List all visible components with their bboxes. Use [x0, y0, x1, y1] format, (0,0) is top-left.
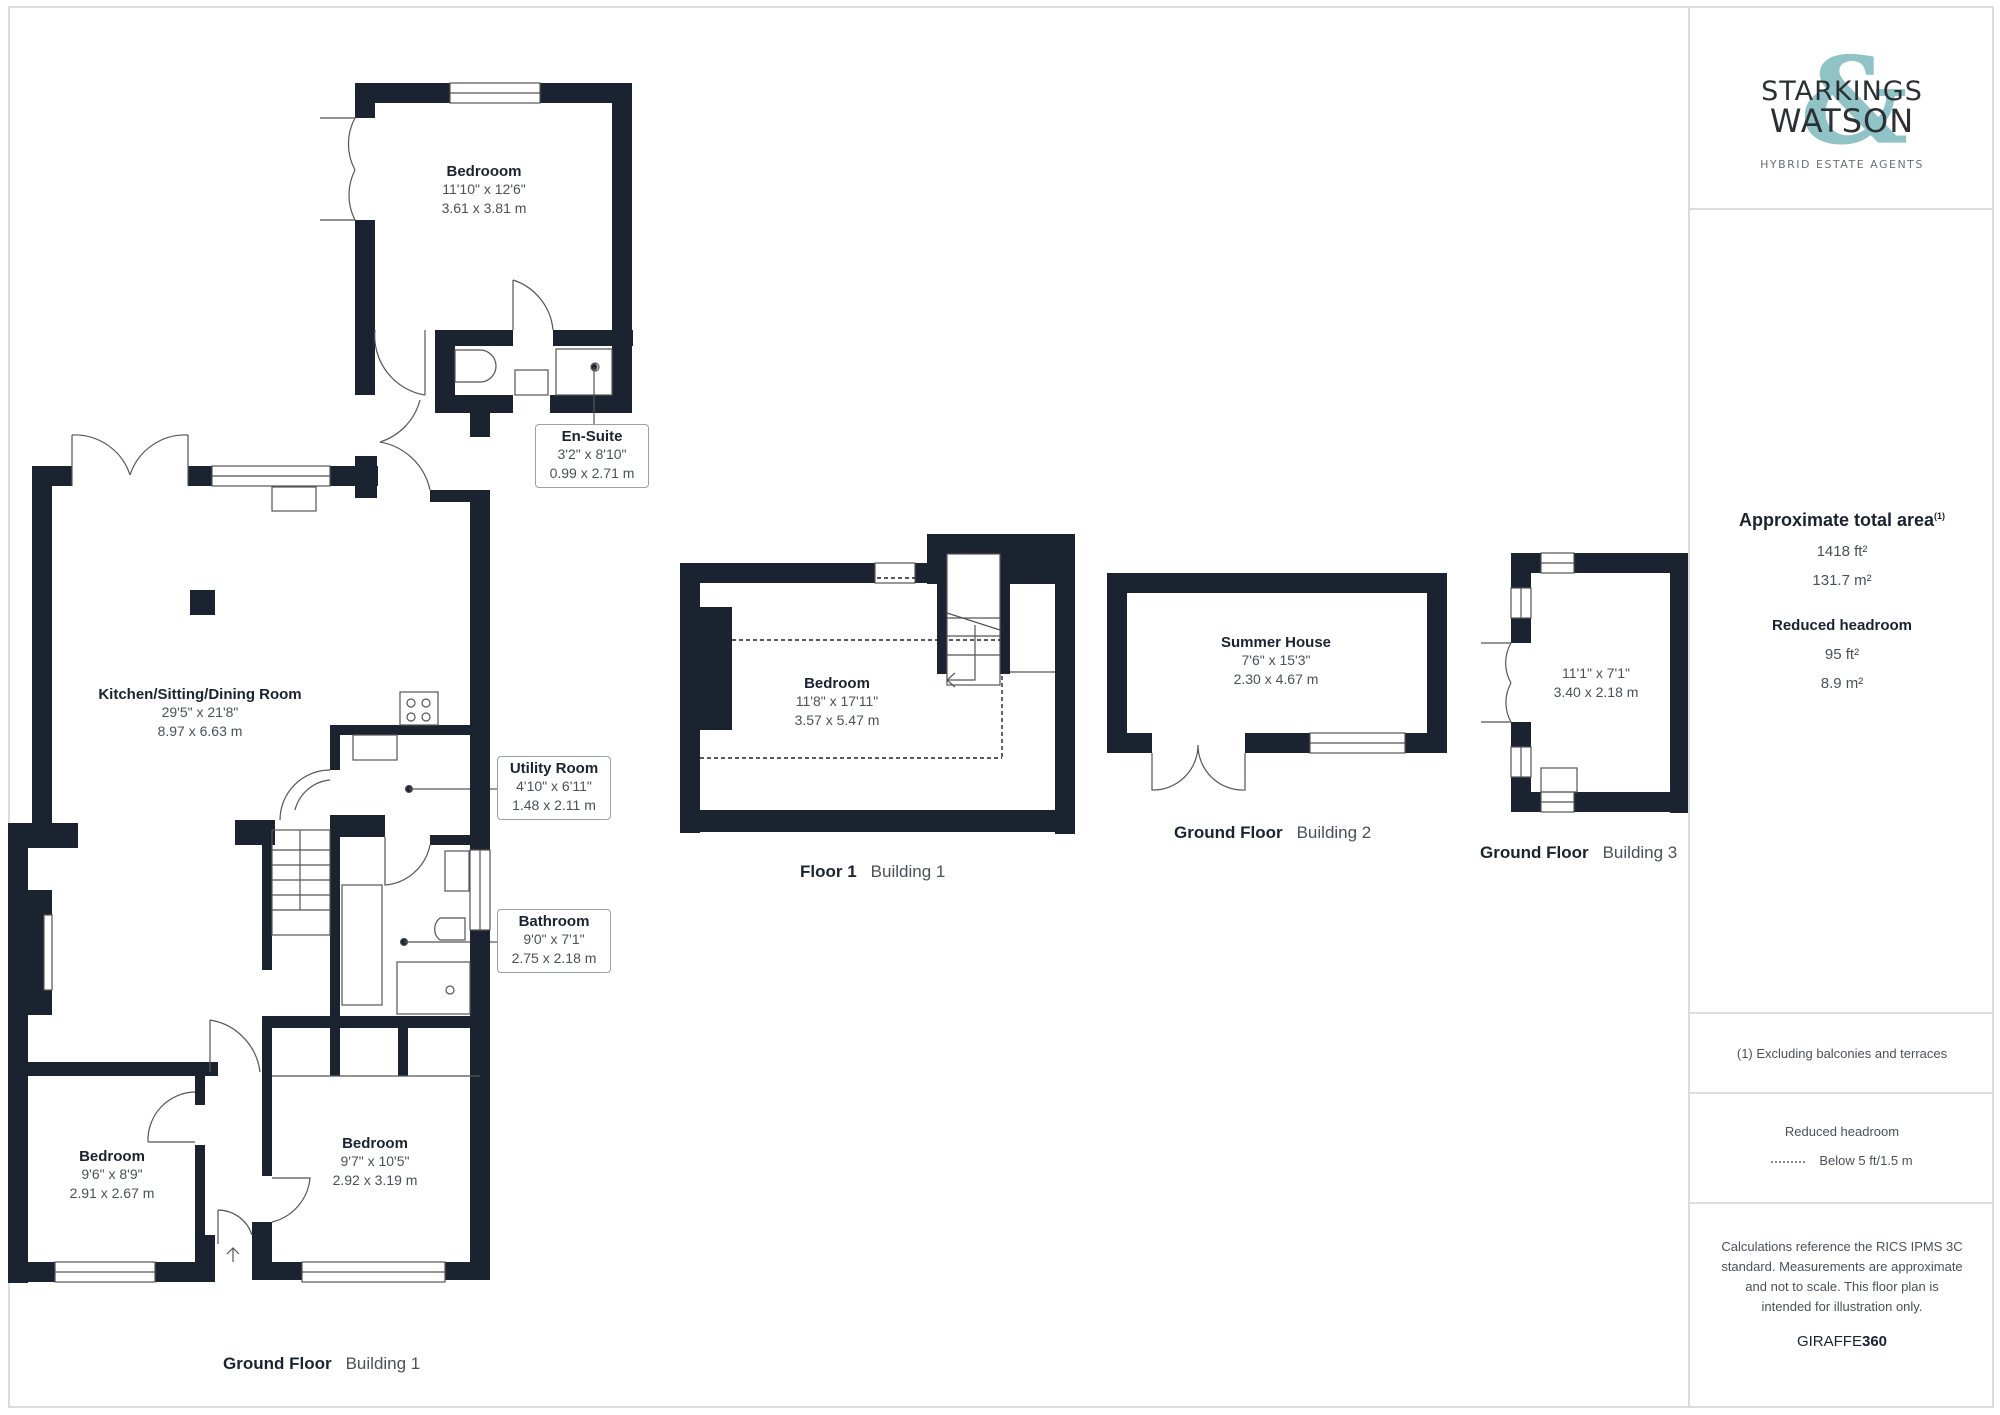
area-section: Approximate total area(1) 1418 ft² 131.7…: [1690, 210, 1994, 1014]
room-label-bedroom-annex: Bedrooom 11'10" x 12'6" 3.61 x 3.81 m: [442, 163, 527, 218]
room-dim-imperial: 9'0" x 7'1": [523, 931, 585, 947]
footnote-text: (1) Excluding balconies and terraces: [1736, 1046, 1948, 1061]
room-dim-imperial: 4'10" x 6'11": [516, 778, 592, 794]
area-title: Approximate total area(1): [1690, 510, 1994, 531]
building-name: Building 1: [870, 862, 946, 881]
disclaimer-section: Calculations reference the RICS IPMS 3C …: [1690, 1204, 1994, 1408]
room-dim-imperial: 11'1" x 7'1": [1562, 665, 1630, 681]
dotted-line-icon: [1771, 1160, 1806, 1163]
building-name: Building 2: [1296, 823, 1372, 842]
footnote-section: (1) Excluding balconies and terraces: [1690, 1014, 1994, 1094]
floor-plan-drawing: [8, 82, 1690, 1283]
total-area-m2: 131.7 m²: [1812, 572, 1872, 589]
annex-bedroom-walls: [355, 83, 633, 437]
giraffe360-credit: GIRAFFE360: [1690, 1333, 1994, 1350]
footnote-marker: (1): [1934, 511, 1946, 521]
logo-text-line2: WATSON: [1769, 102, 1915, 140]
room-name: En-Suite: [561, 428, 623, 445]
room-name: Bedroom: [79, 1148, 145, 1165]
logo-text-line1: STARKINGS: [1761, 76, 1923, 107]
room-dim-imperial: 3'2" x 8'10": [557, 446, 627, 462]
agency-logo: & STARKINGS WATSON HYBRID ESTATE AGENTS: [1690, 6, 1994, 210]
room-callout-bathroom: Bathroom 9'0" x 7'1" 2.75 x 2.18 m: [497, 909, 611, 973]
floor-name: Ground Floor: [223, 1354, 332, 1373]
logo-tagline: HYBRID ESTATE AGENTS: [1760, 158, 1924, 171]
room-name: Bathroom: [518, 913, 590, 930]
room-label-summer-house: Summer House 7'6" x 15'3" 2.30 x 4.67 m: [1221, 634, 1331, 689]
floor-name: Ground Floor: [1174, 823, 1283, 842]
reduced-area-m2: 8.9 m²: [1820, 675, 1864, 692]
room-label-building3: 11'1" x 7'1" 3.40 x 2.18 m: [1554, 664, 1639, 702]
credit-part2: 360: [1861, 1333, 1888, 1350]
room-dim-imperial: 9'7" x 10'5": [340, 1153, 410, 1169]
room-name: Bedroom: [342, 1135, 408, 1152]
room-name: Kitchen/Sitting/Dining Room: [98, 686, 302, 703]
room-label-bedroom-3: Bedroom 9'7" x 10'5" 2.92 x 3.19 m: [333, 1135, 418, 1190]
legend-title: Reduced headroom: [1784, 1124, 1900, 1139]
floor-caption-gf-b2: Ground Floor Building 2: [1174, 823, 1371, 843]
room-dim-imperial: 11'10" x 12'6": [442, 181, 526, 197]
room-dim-imperial: 9'6" x 8'9": [81, 1166, 143, 1182]
building-name: Building 1: [345, 1354, 421, 1373]
room-dim-metric: 3.40 x 2.18 m: [1553, 684, 1639, 700]
room-dim-metric: 0.99 x 2.71 m: [549, 465, 635, 481]
room-callout-en-suite: En-Suite 3'2" x 8'10" 0.99 x 2.71 m: [535, 424, 649, 488]
room-dim-metric: 2.91 x 2.67 m: [69, 1185, 155, 1201]
room-dim-metric: 2.92 x 3.19 m: [332, 1172, 418, 1188]
room-name: Bedrooom: [446, 163, 522, 180]
floor-caption-gf-b1: Ground Floor Building 1: [223, 1354, 420, 1374]
building-name: Building 3: [1602, 843, 1678, 862]
area-title-text: Approximate total area: [1738, 510, 1935, 530]
room-dim-metric: 1.48 x 2.11 m: [512, 797, 596, 813]
floor-name: Floor 1: [800, 862, 857, 881]
floor1-walls: [680, 534, 1075, 834]
credit-part1: GIRAFFE: [1796, 1333, 1862, 1350]
legend-item-label: Below 5 ft/1.5 m: [1819, 1153, 1913, 1168]
room-name: Bedroom: [804, 675, 870, 692]
room-dim-imperial: 11'8" x 17'11": [795, 693, 879, 709]
legend-section: Reduced headroom Below 5 ft/1.5 m: [1690, 1094, 1994, 1204]
room-dim-imperial: 29'5" x 21'8": [161, 704, 239, 720]
info-sidebar: & STARKINGS WATSON HYBRID ESTATE AGENTS …: [1688, 6, 1994, 1408]
total-area-ft2: 1418 ft²: [1816, 543, 1868, 560]
ampersand-logo-icon: &: [1800, 31, 1909, 172]
room-dim-metric: 3.57 x 5.47 m: [794, 712, 880, 728]
disclaimer-text: Calculations reference the RICS IPMS 3C …: [1721, 1239, 1963, 1314]
room-name: Utility Room: [509, 760, 599, 777]
main-house-walls: [8, 456, 490, 1283]
room-name: Summer House: [1220, 634, 1332, 651]
room-label-floor1-bedroom: Bedroom 11'8" x 17'11" 3.57 x 5.47 m: [795, 675, 880, 730]
room-dim-metric: 3.61 x 3.81 m: [441, 200, 527, 216]
room-dim-metric: 2.75 x 2.18 m: [511, 950, 597, 966]
floor-name: Ground Floor: [1480, 843, 1589, 862]
summer-house-walls: [1107, 573, 1447, 753]
reduced-headroom-title: Reduced headroom: [1771, 617, 1913, 634]
legend-item: Below 5 ft/1.5 m: [1690, 1153, 1994, 1168]
floor-caption-f1-b1: Floor 1 Building 1: [800, 862, 945, 882]
logo-section: & STARKINGS WATSON HYBRID ESTATE AGENTS: [1690, 6, 1994, 210]
floor-caption-gf-b3: Ground Floor Building 3: [1480, 843, 1677, 863]
room-dim-imperial: 7'6" x 15'3": [1241, 652, 1311, 668]
page-frame: [8, 6, 1994, 1408]
reduced-area-ft2: 95 ft²: [1824, 646, 1860, 663]
room-label-kitchen: Kitchen/Sitting/Dining Room 29'5" x 21'8…: [98, 686, 301, 741]
building3-walls: [1511, 553, 1690, 813]
room-callout-utility: Utility Room 4'10" x 6'11" 1.48 x 2.11 m: [497, 756, 611, 820]
room-dim-metric: 2.30 x 4.67 m: [1233, 671, 1319, 687]
room-label-bedroom-2: Bedroom 9'6" x 8'9" 2.91 x 2.67 m: [70, 1148, 155, 1203]
reduced-headroom-outline: [700, 577, 1003, 759]
room-dim-metric: 8.97 x 6.63 m: [157, 723, 243, 739]
